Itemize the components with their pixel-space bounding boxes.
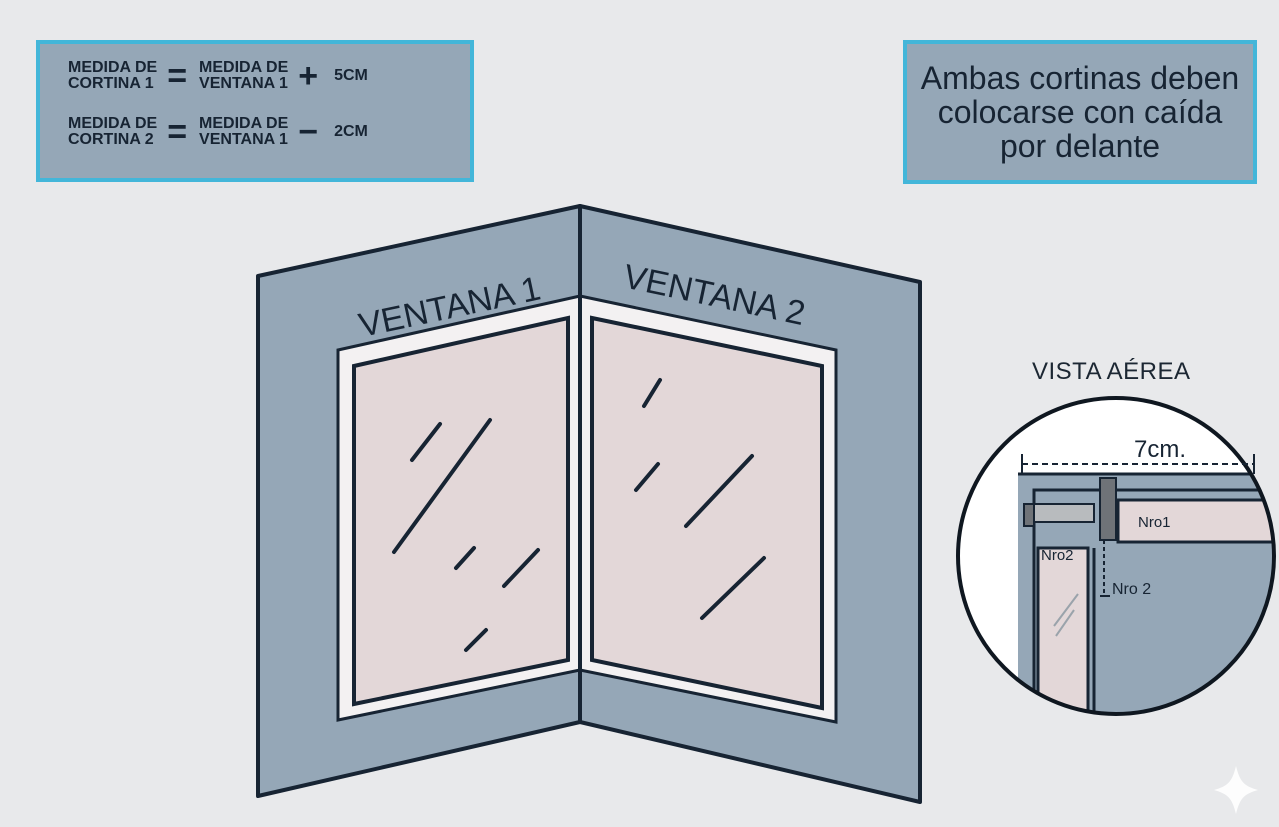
right-window-glass — [590, 315, 824, 711]
rhs-line1: MEDIDA DE — [199, 59, 289, 76]
curtain-rail-1 — [1099, 477, 1117, 541]
aerial-view-title: VISTA AÉREA — [1032, 358, 1191, 385]
rhs-line1: MEDIDA DE — [199, 115, 289, 132]
dimension-label: 7cm. — [1134, 436, 1186, 463]
equals-sign: = — [167, 113, 188, 151]
formula-value: 2CM — [334, 123, 368, 140]
rhs-line2: VENTANA 1 — [199, 75, 288, 92]
rhs-line2: VENTANA 1 — [199, 131, 288, 148]
formula-lhs: MEDIDA DE CORTINA 1 — [68, 60, 157, 92]
window-1-strip — [1116, 498, 1274, 544]
formula-lhs: MEDIDA DE CORTINA 2 — [68, 116, 157, 148]
lhs-line1: MEDIDA DE — [68, 59, 158, 76]
glass-reflections-left — [392, 418, 540, 652]
formula-box: MEDIDA DE CORTINA 1 = MEDIDA DE VENTANA … — [36, 40, 474, 182]
aerial-view-circle: 7cm. Nro1 Nro2 Nro 2 — [956, 396, 1276, 716]
formula-row-2: MEDIDA DE CORTINA 2 = MEDIDA DE VENTANA … — [68, 113, 368, 151]
nro2-inner-label: Nro2 — [1041, 547, 1074, 564]
formula-rhs: MEDIDA DE VENTANA 1 — [199, 116, 288, 148]
sparkle-icon — [1214, 766, 1258, 814]
lhs-line2: CORTINA 2 — [68, 131, 154, 148]
equals-sign: = — [167, 57, 188, 95]
lhs-line2: CORTINA 1 — [68, 75, 154, 92]
nro2-outer-label: Nro 2 — [1112, 581, 1151, 598]
nro1-label: Nro1 — [1138, 514, 1171, 531]
minus-sign: − — [298, 113, 319, 151]
formula-value: 5CM — [334, 67, 368, 84]
formula-rhs: MEDIDA DE VENTANA 1 — [199, 60, 288, 92]
formula-row-1: MEDIDA DE CORTINA 1 = MEDIDA DE VENTANA … — [68, 57, 368, 95]
plus-sign: + — [298, 57, 319, 95]
lhs-line1: MEDIDA DE — [68, 115, 158, 132]
note-box: Ambas cortinas deben colocarse con caída… — [903, 40, 1257, 184]
window-2-strip — [1036, 546, 1090, 714]
note-text: Ambas cortinas deben colocarse con caída… — [920, 60, 1240, 164]
left-window-glass — [352, 315, 570, 707]
glass-reflections-right — [634, 378, 766, 620]
